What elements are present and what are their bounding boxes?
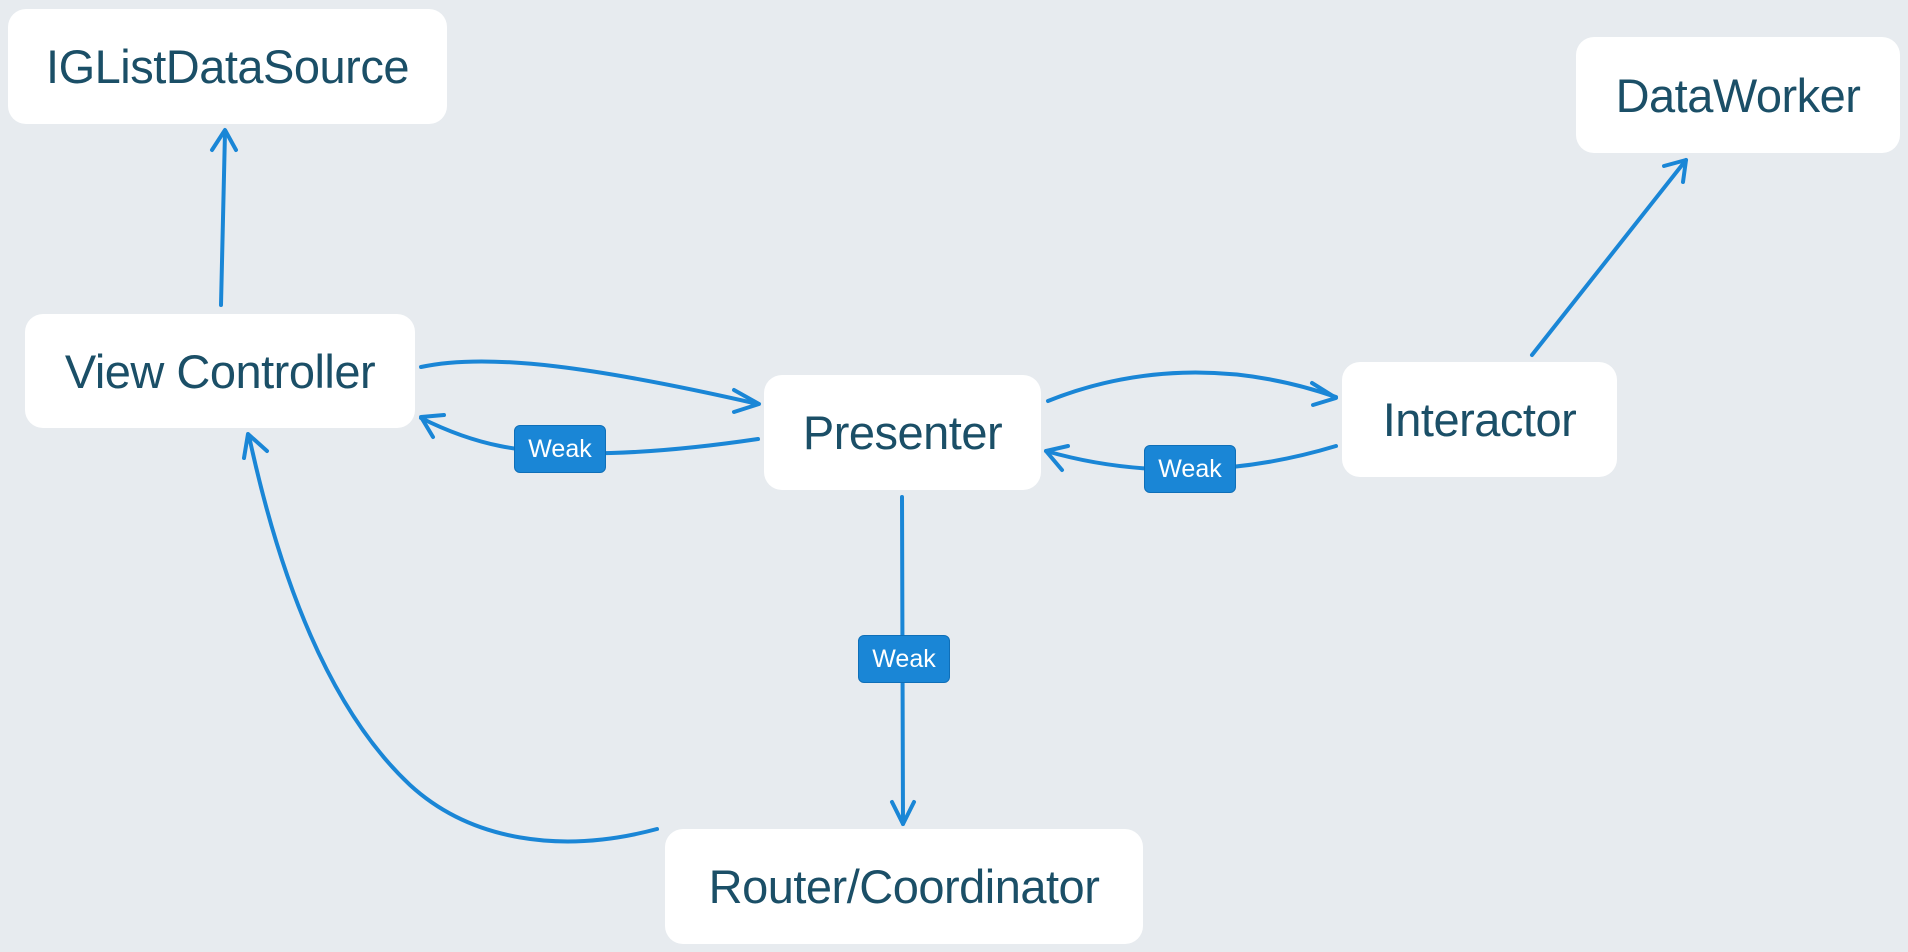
weak-badge-presenter-to-router: Weak <box>858 635 950 683</box>
edge-viewcontroller-to-iglistdatasource <box>210 128 238 307</box>
node-view-controller: View Controller <box>25 314 415 428</box>
node-iglistdatasource: IGListDataSource <box>8 9 447 124</box>
edge-interactor-to-dataworker <box>1530 158 1688 357</box>
weak-badge-presenter-to-viewcontroller: Weak <box>514 425 606 473</box>
edge-viewcontroller-to-presenter <box>419 359 761 414</box>
edge-router-to-viewcontroller <box>242 432 659 844</box>
node-dataworker: DataWorker <box>1576 37 1900 153</box>
badge-label: Weak <box>872 644 936 673</box>
node-router-coordinator: Router/Coordinator <box>665 829 1143 944</box>
node-interactor: Interactor <box>1342 362 1617 477</box>
badge-label: Weak <box>1158 454 1222 483</box>
node-label: View Controller <box>64 344 376 398</box>
edge-presenter-to-interactor <box>1046 370 1338 407</box>
badge-label: Weak <box>528 434 592 463</box>
node-label: DataWorker <box>1615 68 1861 122</box>
node-label: Interactor <box>1382 393 1577 446</box>
node-label: IGListDataSource <box>46 40 409 93</box>
weak-badge-interactor-to-presenter: Weak <box>1144 445 1236 493</box>
node-label: Presenter <box>802 406 1003 459</box>
node-label: Router/Coordinator <box>708 860 1100 913</box>
node-presenter: Presenter <box>764 375 1041 490</box>
